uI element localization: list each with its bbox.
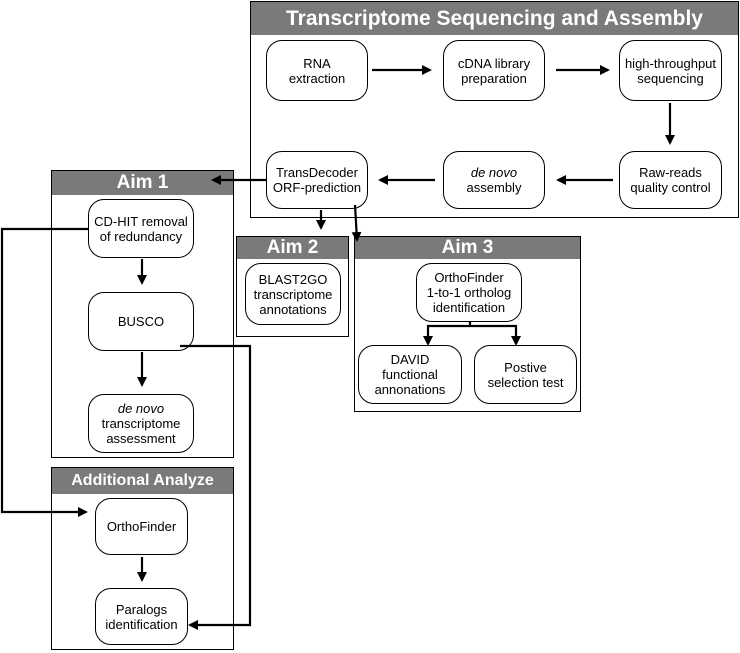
node-busco: BUSCO [88, 292, 194, 351]
panel-aim1-title: Aim 1 [52, 171, 233, 195]
panel-aim3-title: Aim 3 [355, 237, 580, 259]
panel-aim2-title: Aim 2 [237, 237, 348, 259]
panel-additional-title: Additional Analyze [52, 468, 233, 494]
node-orthofinder: OrthoFinder [95, 498, 188, 555]
panel-transcriptome-title: Transcriptome Sequencing and Assembly [251, 2, 738, 35]
